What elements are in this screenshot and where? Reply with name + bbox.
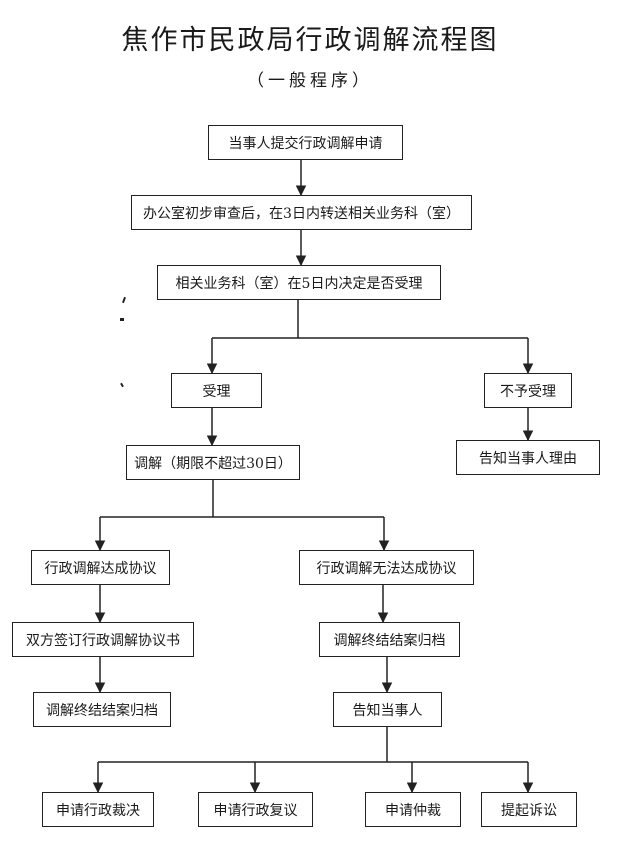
step-office-review: 办公室初步审查后，在3日内转送相关业务科（室）: [131, 195, 472, 230]
step-apply: 当事人提交行政调解申请: [208, 125, 403, 160]
step-accept: 受理: [171, 373, 262, 408]
step-reject: 不予受理: [484, 373, 572, 408]
step-mediate: 调解（期限不超过30日）: [126, 445, 300, 480]
step-agreement-failed: 行政调解无法达成协议: [299, 550, 474, 585]
outcome-apply-ruling: 申请行政裁决: [42, 792, 154, 827]
page-subtitle: （一般程序）: [247, 71, 373, 91]
step-close-archive-right: 调解终结结案归档: [319, 622, 460, 657]
step-sign-agreement: 双方签订行政调解协议书: [12, 622, 194, 657]
step-decide-accept: 相关业务科（室）在5日内决定是否受理: [157, 265, 441, 300]
step-close-archive-left: 调解终结结案归档: [33, 692, 171, 727]
outcome-apply-arbitration: 申请仲裁: [365, 792, 461, 827]
outcome-apply-review: 申请行政复议: [198, 792, 313, 827]
scan-speck: [120, 318, 124, 321]
step-agreement-reached: 行政调解达成协议: [31, 550, 170, 585]
step-notify-parties: 告知当事人: [333, 692, 442, 727]
outcome-file-lawsuit: 提起诉讼: [481, 792, 577, 827]
step-notify-reason: 告知当事人理由: [456, 440, 600, 475]
page-title: 焦作市民政局行政调解流程图: [121, 25, 499, 56]
